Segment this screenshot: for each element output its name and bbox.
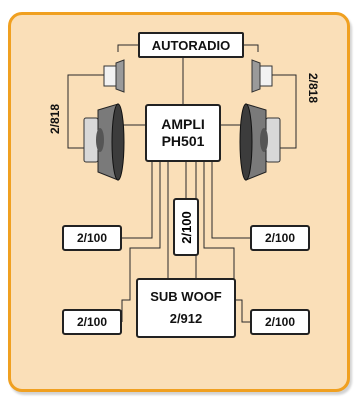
speaker-cable-label-left: 2/818: [48, 103, 63, 135]
woofer-icon: [239, 103, 281, 181]
subwoofer-label: SUB WOOF: [150, 289, 222, 304]
wire-chip-top-right: [211, 162, 250, 239]
cable-label-bottom-left: 2/100: [62, 309, 122, 335]
center-cable-label-box: 2/100: [173, 198, 199, 256]
wire-left-tweeter: [67, 74, 104, 149]
amplifier-model: PH501: [161, 133, 205, 149]
autoradio-label: AUTORADIO: [151, 37, 231, 53]
amplifier-label: AMPLI: [161, 116, 205, 132]
cable-label-top-left: 2/100: [62, 225, 122, 251]
wire-chip-top-left: [122, 162, 153, 239]
wire-autoradio-right: [244, 44, 259, 52]
amplifier-box: AMPLI PH501: [145, 104, 221, 162]
tweeter-icon: [103, 59, 125, 93]
center-cable-label: 2/100: [178, 210, 194, 244]
speaker-cable-label-right: 2/818: [306, 72, 321, 104]
subwoofer-cable: 2/912: [169, 311, 203, 326]
autoradio-box: AUTORADIO: [138, 32, 244, 58]
cable-label-bottom-right: 2/100: [250, 309, 310, 335]
cable-label-top-right: 2/100: [250, 225, 310, 251]
cable-label-text: 2/100: [76, 315, 108, 329]
tweeter-icon: [251, 59, 273, 93]
wire-chip-bottom-left: [121, 162, 161, 322]
cable-label-text: 2/100: [76, 231, 108, 245]
cable-label-text: 2/100: [264, 315, 296, 329]
wire-right-tweeter: [272, 74, 297, 149]
cable-label-text: 2/100: [264, 231, 296, 245]
woofer-icon: [83, 103, 125, 181]
wire-autoradio-left: [117, 44, 138, 52]
subwoofer-box: SUB WOOF 2/912: [136, 278, 236, 338]
